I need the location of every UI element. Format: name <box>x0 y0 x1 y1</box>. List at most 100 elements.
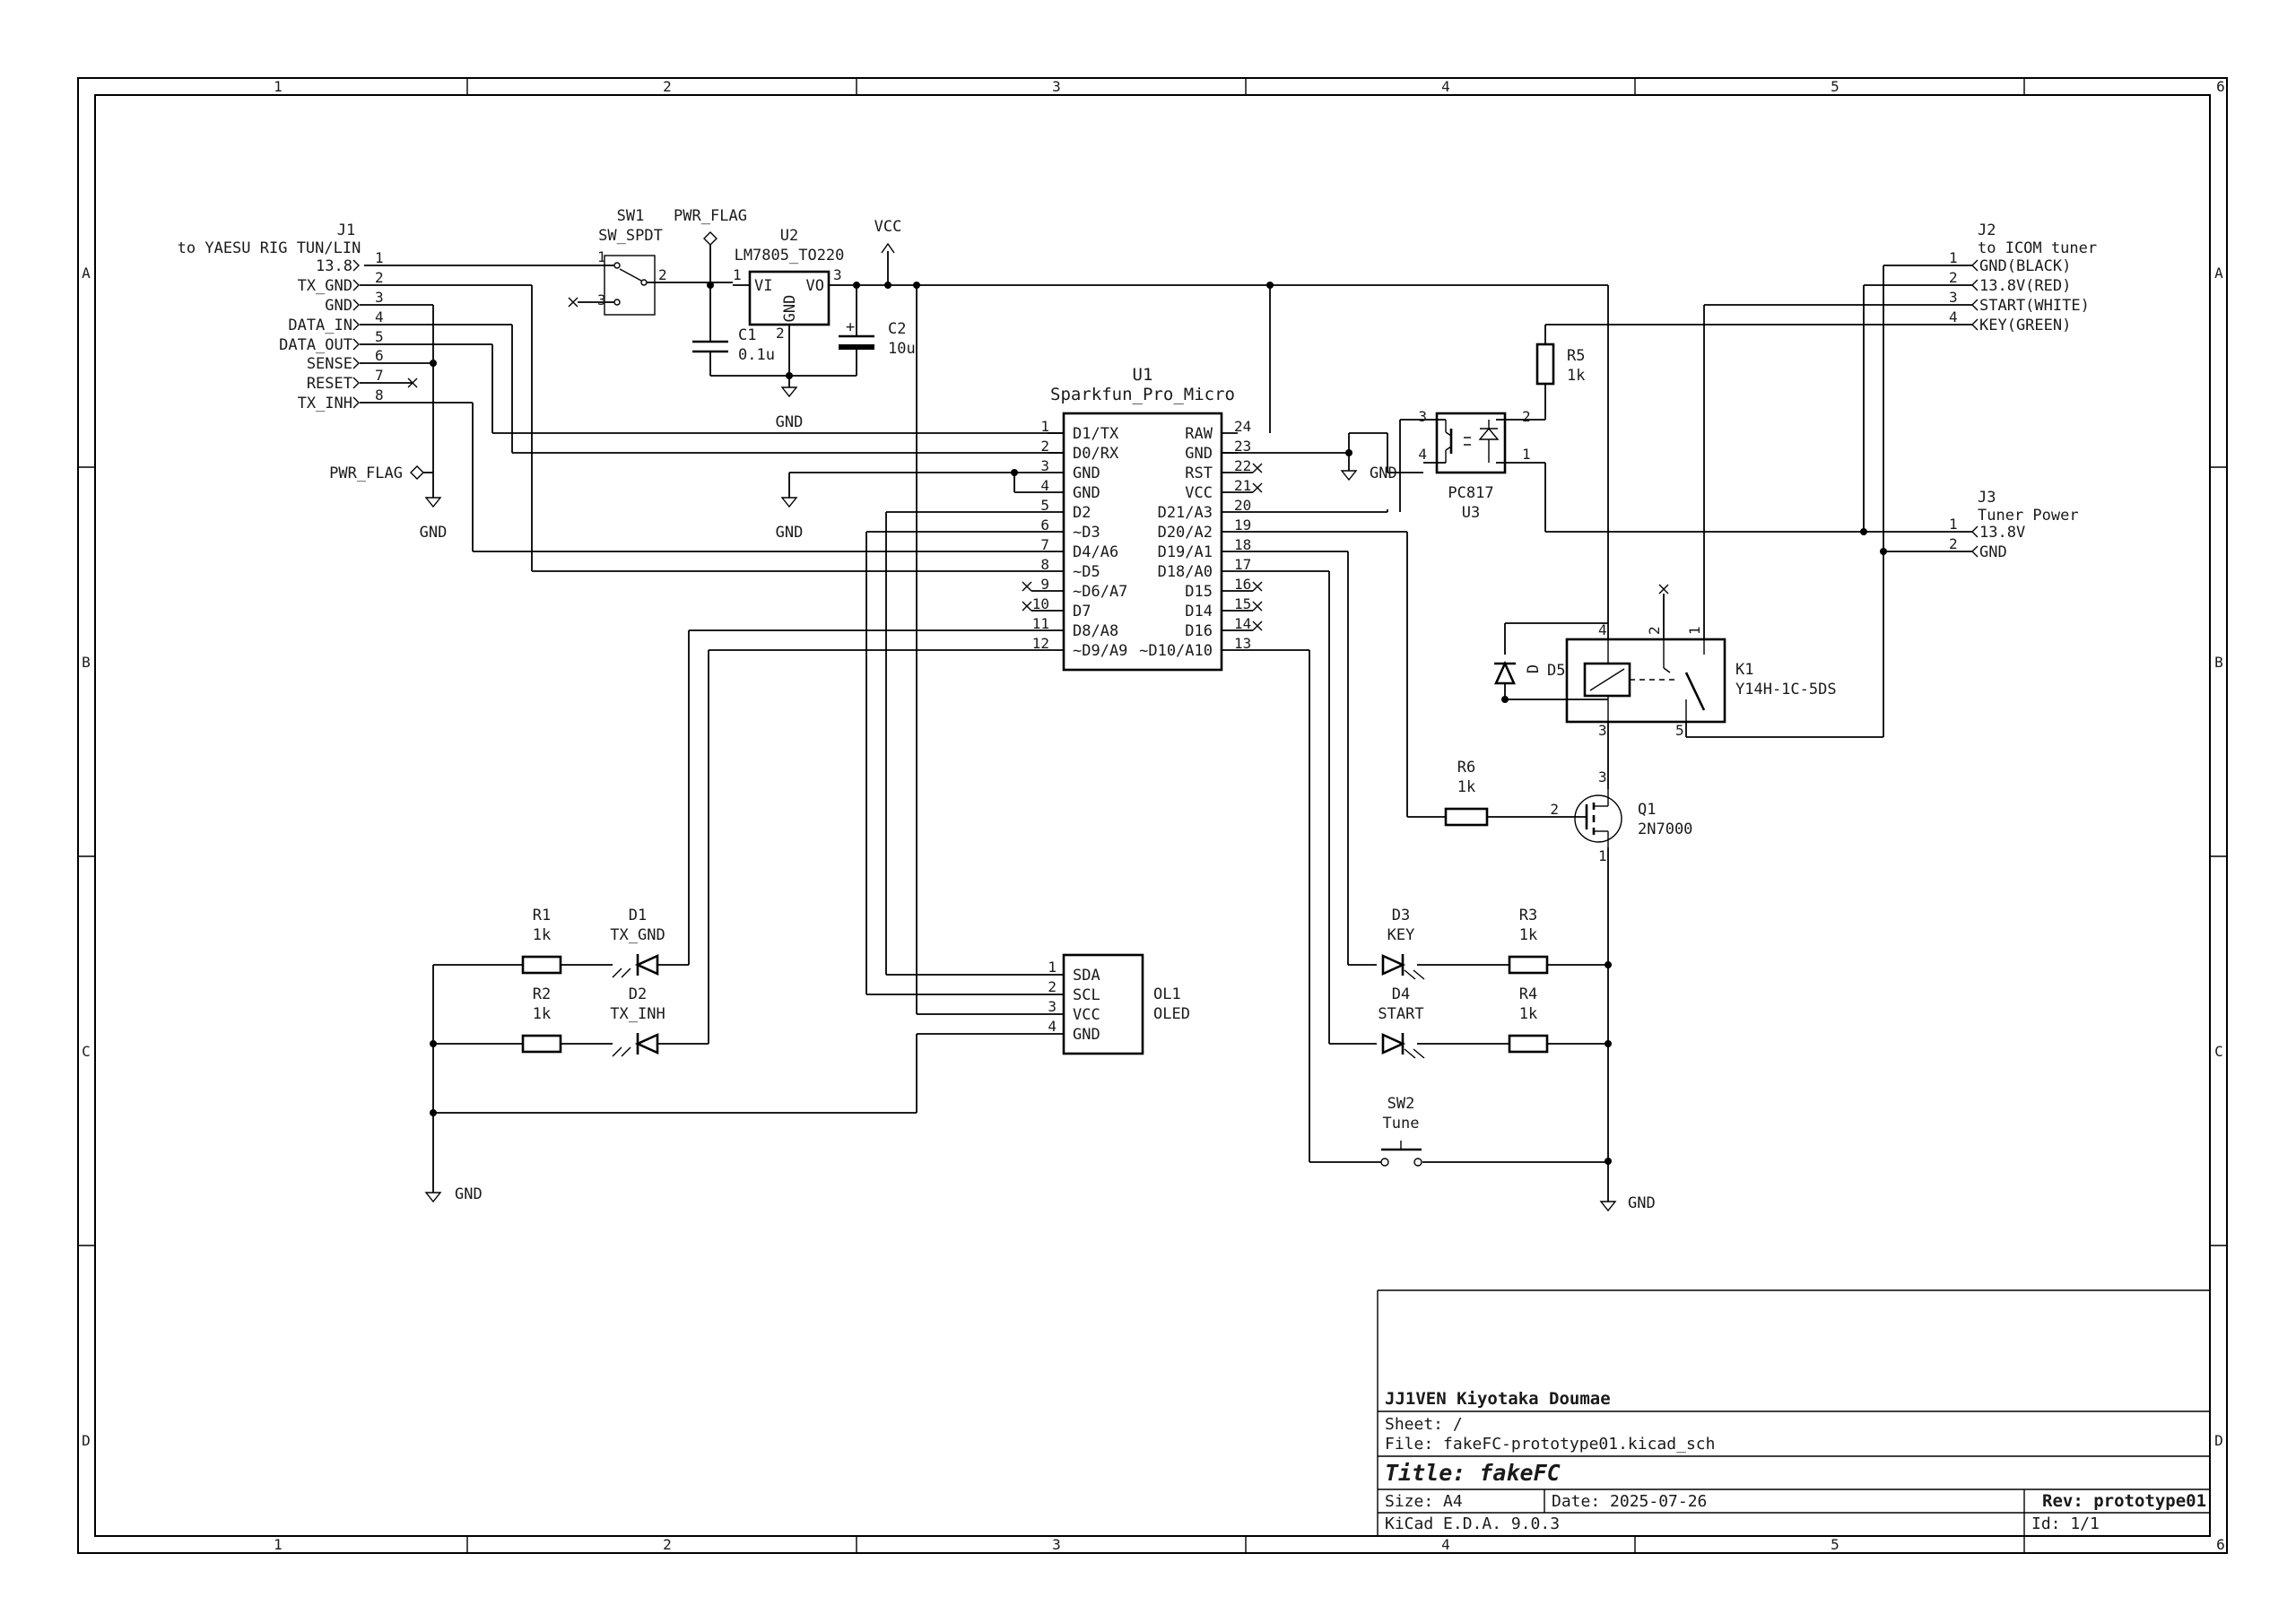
col-label-1-bottom: 1 <box>274 1536 283 1553</box>
col-label-5-bottom: 5 <box>1831 1536 1839 1553</box>
u3-pin4: 4 <box>1418 446 1427 463</box>
d1-led: D1 TX_GND <box>610 907 665 978</box>
sw1-pin3: 3 <box>597 291 606 308</box>
k1-ref: K1 <box>1735 661 1753 679</box>
j2-pin-start: START(WHITE) <box>1979 297 2090 315</box>
tb-size: Size: A4 <box>1385 1492 1463 1511</box>
r6-value: 1k <box>1457 778 1475 796</box>
j1-num-7: 7 <box>375 367 384 384</box>
u1-pin-r16: D15 <box>1185 583 1213 601</box>
j1-pin-gnd: GND <box>325 297 352 315</box>
col-label-6-bottom: 6 <box>2216 1536 2225 1553</box>
row-label-c: C <box>82 1043 91 1060</box>
u1-num-10: 10 <box>1032 595 1049 612</box>
u1-pin-l1: D1/TX <box>1073 425 1119 443</box>
c1-capacitor: C1 0.1u <box>692 326 775 364</box>
j1-num-4: 4 <box>375 308 384 325</box>
q1-pin3: 3 <box>1598 768 1607 785</box>
col-label-5: 5 <box>1831 78 1839 95</box>
ol1-ref: OL1 <box>1153 985 1181 1003</box>
r4-value: 1k <box>1519 1005 1537 1023</box>
gnd-label-leds: GND <box>455 1185 483 1203</box>
c2-plus: + <box>846 318 855 336</box>
gnd-label-u1: GND <box>776 524 804 542</box>
gnd-symbols: GND GND GND GND GND GND <box>420 386 1656 1212</box>
pwr-flag-top: PWR_FLAG <box>674 207 747 254</box>
d5-ref: D5 <box>1547 662 1565 680</box>
col-label-2: 2 <box>663 78 672 95</box>
ol1-pin-sda: SDA <box>1073 967 1100 985</box>
u1-num-4: 4 <box>1040 477 1049 494</box>
u3-value: PC817 <box>1448 484 1493 502</box>
u1-value: Sparkfun_Pro_Micro <box>1050 385 1235 404</box>
r4-ref: R4 <box>1519 985 1537 1003</box>
c1-ref: C1 <box>738 326 756 344</box>
no-connect-marks <box>407 297 1669 631</box>
row-label-b: B <box>82 654 91 671</box>
r2-resistor: R2 1k <box>521 985 562 1054</box>
j3-pin-gnd: GND <box>1979 543 2007 561</box>
r6-resistor: R6 1k <box>1444 759 1489 827</box>
junctions <box>430 282 1887 1165</box>
j3-num-1: 1 <box>1949 516 1958 533</box>
d2-value: TX_INH <box>610 1005 665 1023</box>
r3-value: 1k <box>1519 926 1537 944</box>
pwr-flag-top-label: PWR_FLAG <box>674 207 747 225</box>
u1-ref: U1 <box>1133 365 1153 385</box>
q1-mosfet: 3 2 1 Q1 2N7000 <box>1550 768 1692 864</box>
gnd-label-j1: GND <box>420 524 448 542</box>
col-label-1: 1 <box>274 78 283 95</box>
tb-rev: Rev: prototype01 <box>2042 1491 2206 1511</box>
u1-num-3: 3 <box>1040 457 1049 474</box>
j1-num-3: 3 <box>375 289 384 306</box>
tb-file: File: fakeFC-prototype01.kicad_sch <box>1385 1435 1715 1454</box>
title-block: JJ1VEN Kiyotaka Doumae Sheet: / File: fa… <box>1377 1289 2210 1536</box>
ol1-oled: SDA SCL VCC GND 1 2 3 4 OL1 OLED <box>1048 953 1190 1055</box>
tb-tool: KiCad E.D.A. 9.0.3 <box>1385 1515 1560 1533</box>
u1-pin-l6: ~D3 <box>1073 524 1100 542</box>
j2-connector: J2 to ICOM tuner GND(BLACK) 13.8V(RED) S… <box>1949 221 2097 334</box>
j1-num-1: 1 <box>375 249 384 266</box>
wires <box>360 251 1972 1193</box>
u2-ref: U2 <box>780 227 798 245</box>
row-label-a-right: A <box>2214 265 2223 282</box>
r3-resistor: R3 1k <box>1508 907 1549 975</box>
d4-value: START <box>1378 1005 1423 1023</box>
u1-pin-r18: D19/A1 <box>1158 543 1213 561</box>
r1-value: 1k <box>533 926 551 944</box>
sheet-frame: 1 2 3 4 5 6 1 2 3 4 5 6 A B C D A B C D <box>77 77 2228 1554</box>
ol1-num-3: 3 <box>1048 998 1057 1015</box>
no-connect-stubs <box>578 301 1665 639</box>
sw1-value: SW_SPDT <box>598 227 663 245</box>
r6-ref: R6 <box>1457 759 1475 777</box>
d3-ref: D3 <box>1392 907 1410 924</box>
j1-num-5: 5 <box>375 328 384 345</box>
vcc-label: VCC <box>874 218 902 236</box>
row-label-d: D <box>82 1432 91 1449</box>
u1-pin-r23: GND <box>1185 445 1213 463</box>
col-label-3-bottom: 3 <box>1052 1536 1061 1553</box>
j2-ref: J2 <box>1978 221 1996 239</box>
u1-num-1: 1 <box>1040 418 1049 435</box>
u1-pro-micro: U1 Sparkfun_Pro_Micro D1/TX D0/RX GND GN… <box>1032 365 1251 672</box>
u2-pin3: 3 <box>833 266 842 283</box>
u3-pin1: 1 <box>1522 446 1531 463</box>
d5-value: D <box>1525 664 1543 673</box>
u2-vo: VO <box>806 277 824 295</box>
u1-num-22: 22 <box>1234 457 1251 474</box>
r1-ref: R1 <box>533 907 551 924</box>
u1-num-13: 13 <box>1234 635 1251 652</box>
c1-value: 0.1u <box>738 346 775 364</box>
u1-num-11: 11 <box>1032 615 1049 632</box>
d3-value: KEY <box>1387 926 1415 944</box>
u3-pin2: 2 <box>1522 408 1531 425</box>
r2-ref: R2 <box>533 985 551 1003</box>
gnd-label-q1: GND <box>1628 1194 1656 1212</box>
ol1-num-4: 4 <box>1048 1018 1057 1035</box>
d5-diode: D D5 <box>1493 660 1565 685</box>
j2-value: to ICOM tuner <box>1978 239 2097 257</box>
ol1-pin-gnd: GND <box>1073 1026 1100 1044</box>
j2-num-1: 1 <box>1949 249 1958 266</box>
tb-date: Date: 2025-07-26 <box>1552 1492 1707 1511</box>
u1-pin-r15: D14 <box>1185 603 1213 621</box>
